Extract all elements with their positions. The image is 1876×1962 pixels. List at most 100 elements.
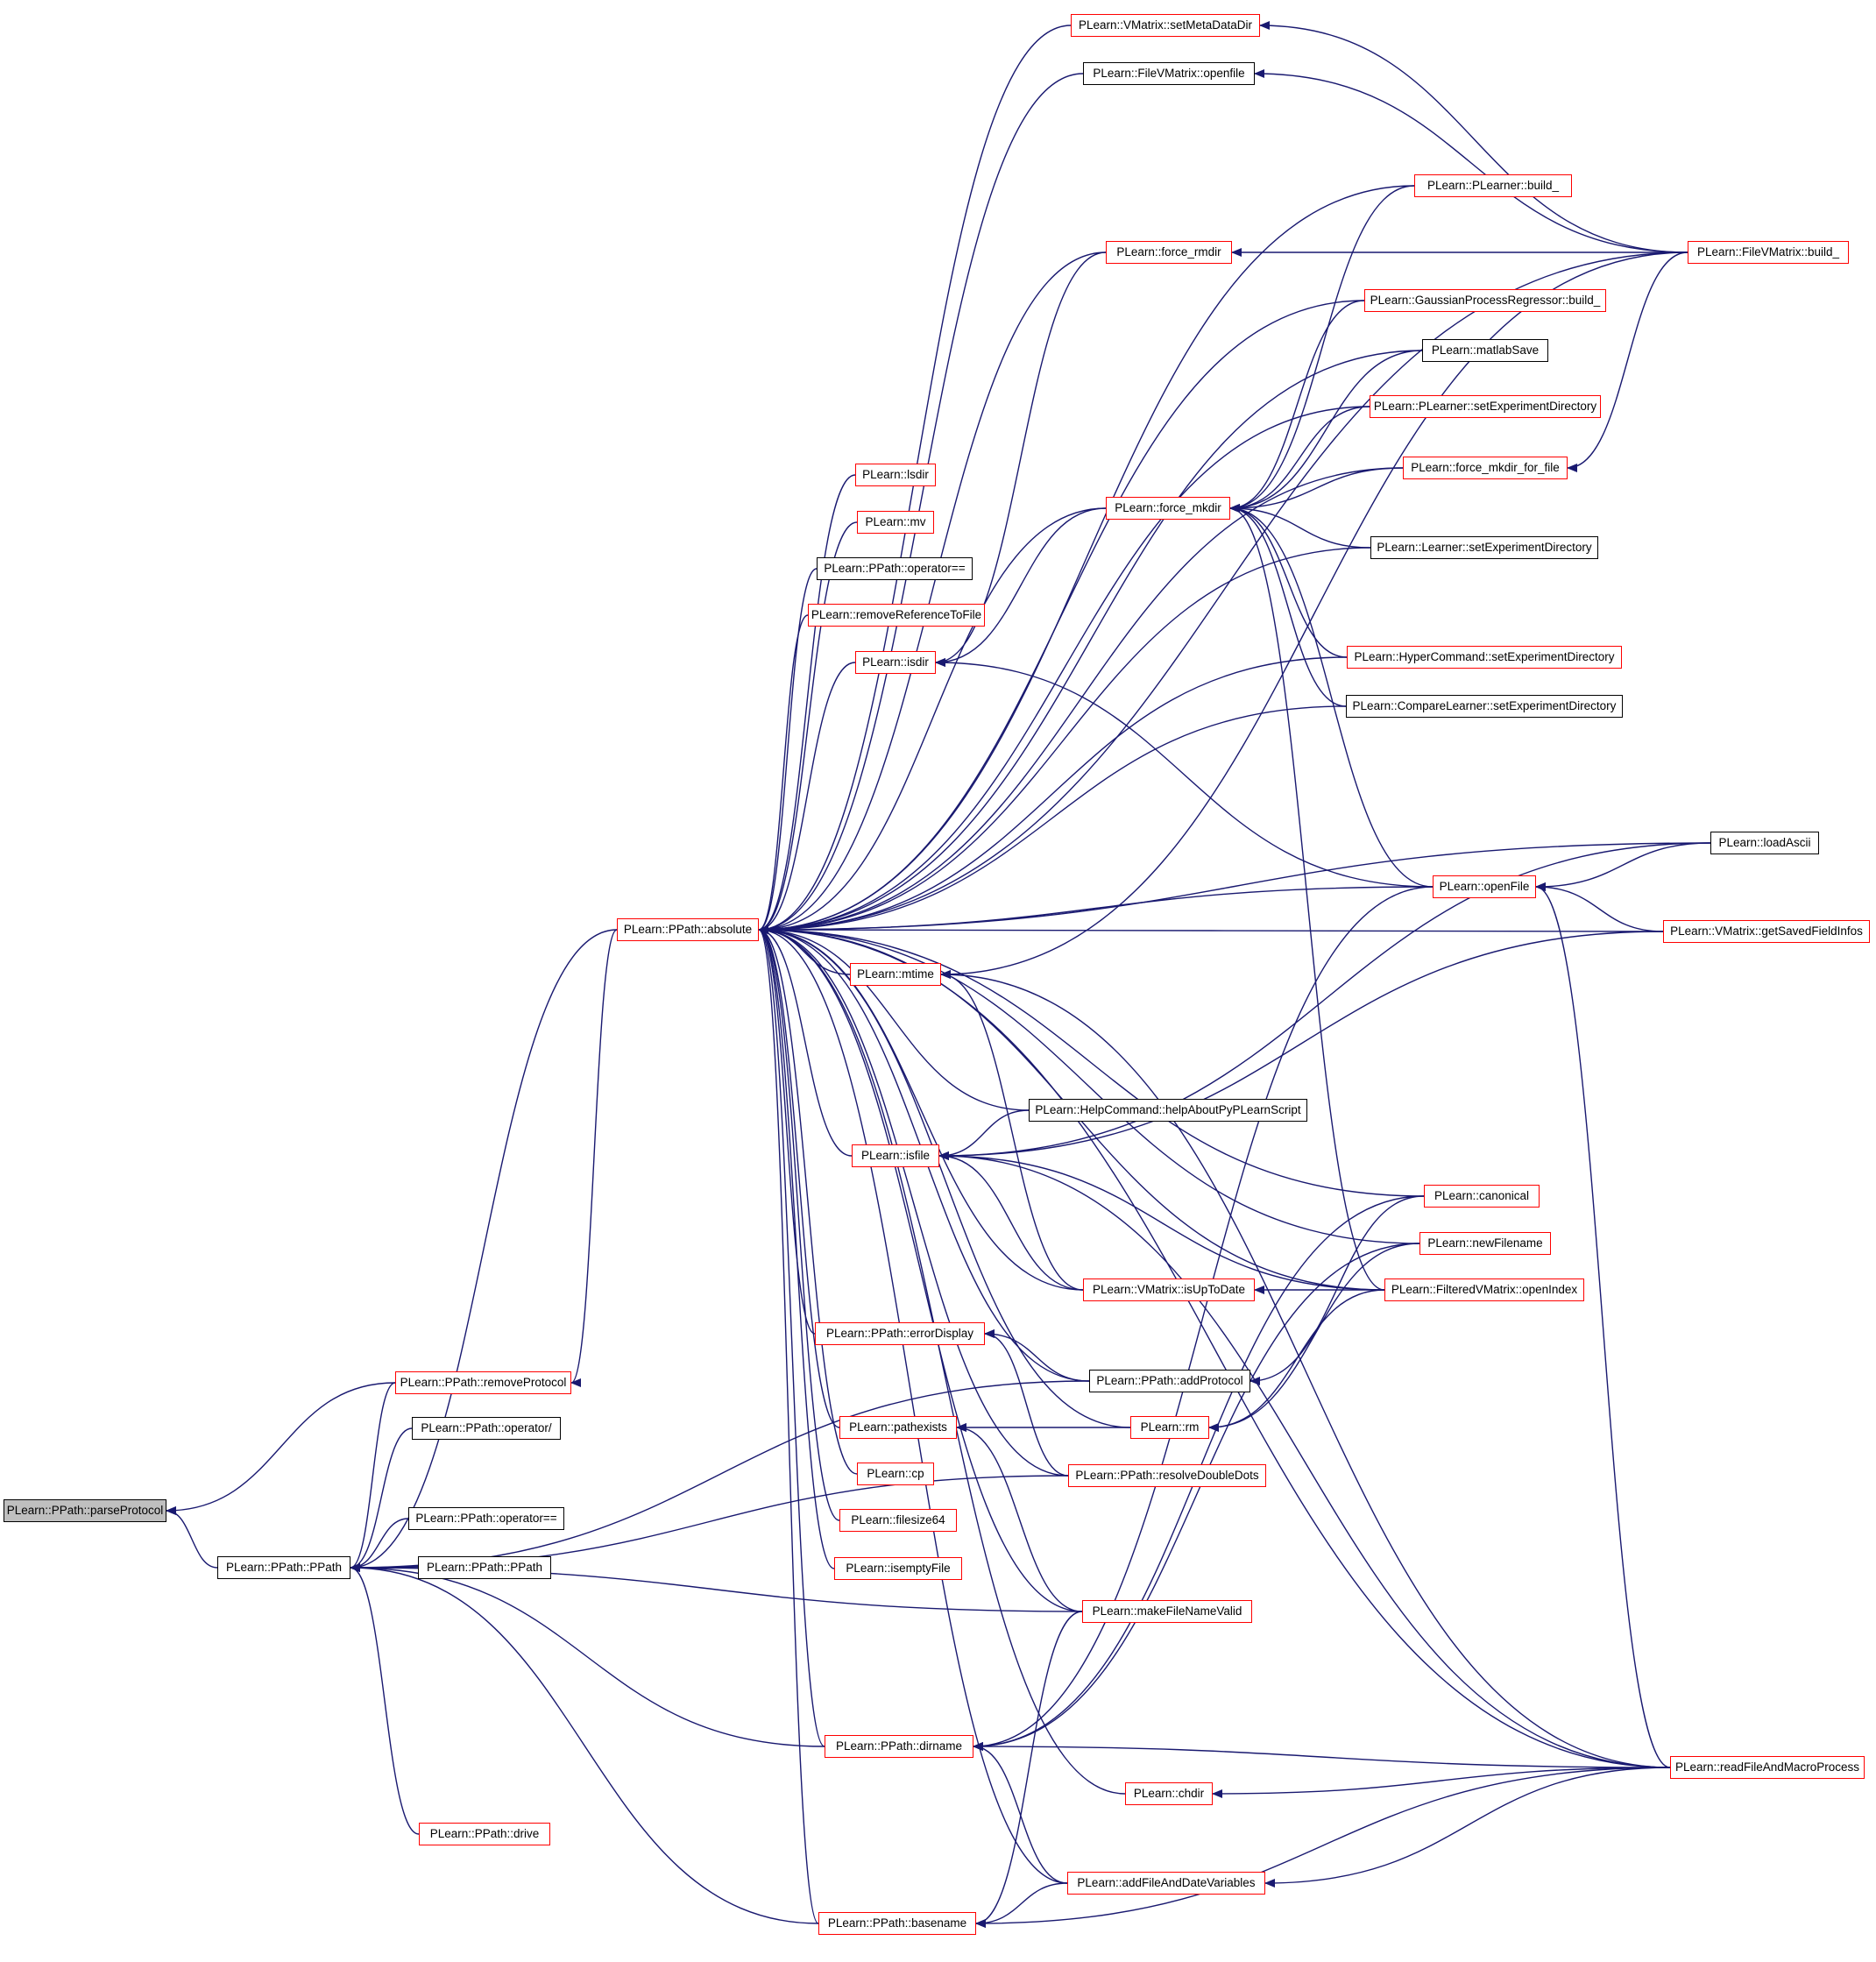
edge-op-slash-to-ppath-ctor xyxy=(350,1427,413,1572)
edge-gpr-build-to-absolute xyxy=(758,300,1365,934)
edge-getsavedfieldinfos-to-absolute xyxy=(758,925,1664,935)
node-plearner-build[interactable]: PLearn::PLearner::build_ xyxy=(1414,174,1572,197)
node-makefilenamevalid[interactable]: PLearn::makeFileNameValid xyxy=(1082,1600,1252,1623)
edge-lsdir-to-absolute xyxy=(758,474,856,934)
edge-basename-to-absolute xyxy=(758,925,819,1924)
edge-readfileandmacroprocess-to-dirname xyxy=(973,1742,1671,1768)
edge-helpaboutpy-to-absolute xyxy=(758,925,1030,1111)
node-setmetadatadir[interactable]: PLearn::VMatrix::setMetaDataDir xyxy=(1071,14,1260,37)
edge-openfile-to-absolute xyxy=(758,886,1434,934)
node-plearner-setexp[interactable]: PLearn::PLearner::setExperimentDirectory xyxy=(1370,395,1601,418)
node-errordisplay[interactable]: PLearn::PPath::errorDisplay xyxy=(815,1322,985,1345)
edge-openfile-to-dirname xyxy=(973,886,1434,1751)
node-openfile[interactable]: PLearn::FileVMatrix::openfile xyxy=(1083,62,1255,85)
edge-hypercommand-setexp-to-force-mkdir xyxy=(1229,504,1348,658)
node-comparelearner-setexp[interactable]: PLearn::CompareLearner::setExperimentDir… xyxy=(1346,695,1623,718)
edge-readfileandmacroprocess-to-mtime xyxy=(940,970,1671,1768)
node-learner-setexp[interactable]: PLearn::Learner::setExperimentDirectory xyxy=(1370,536,1598,559)
node-cp[interactable]: PLearn::cp xyxy=(857,1463,934,1485)
node-basename[interactable]: PLearn::PPath::basename xyxy=(818,1912,976,1935)
edge-isuptodate-to-isfile xyxy=(938,1151,1084,1291)
edge-addfileanddatevariables-to-basename xyxy=(975,1882,1068,1928)
edge-basename-to-ppath-ctor xyxy=(350,1563,819,1924)
edge-newfilename-to-dirname xyxy=(973,1243,1420,1751)
edge-removereferencetofile-to-absolute xyxy=(758,614,809,934)
edge-openindex-to-isfile xyxy=(938,1151,1385,1291)
node-force-rmdir[interactable]: PLearn::force_rmdir xyxy=(1106,241,1232,264)
node-force-mkdir[interactable]: PLearn::force_mkdir xyxy=(1106,497,1230,520)
edge-addfileanddatevariables-to-absolute xyxy=(758,925,1068,1884)
edge-plearner-setexp-to-absolute xyxy=(758,406,1370,934)
edge-absolute-to-removeprotocol xyxy=(570,929,618,1387)
node-gpr-build[interactable]: PLearn::GaussianProcessRegressor::build_ xyxy=(1364,289,1606,312)
edge-newfilename-to-absolute xyxy=(758,925,1420,1244)
node-mv[interactable]: PLearn::mv xyxy=(857,511,934,534)
node-chdir[interactable]: PLearn::chdir xyxy=(1125,1782,1213,1805)
edge-canonical-to-absolute xyxy=(758,925,1425,1197)
node-addprotocol[interactable]: PLearn::PPath::addProtocol xyxy=(1089,1370,1250,1392)
edge-openindex-to-force-mkdir xyxy=(1229,504,1385,1291)
node-op-eq-low[interactable]: PLearn::PPath::operator== xyxy=(408,1507,564,1530)
node-ppath-ctor[interactable]: PLearn::PPath::PPath xyxy=(217,1556,350,1579)
edge-force-mkdir-to-absolute xyxy=(758,507,1107,934)
node-addfileanddatevariables[interactable]: PLearn::addFileAndDateVariables xyxy=(1067,1872,1265,1895)
node-lsdir[interactable]: PLearn::lsdir xyxy=(855,464,936,486)
edge-ppath-ctor-to-parseprotocol xyxy=(166,1506,218,1569)
edge-isemptyfile-to-absolute xyxy=(758,925,835,1569)
edge-dirname-to-absolute xyxy=(758,925,825,1747)
edge-filevmatrix-build-to-setmetadatadir xyxy=(1259,21,1688,253)
node-openindex[interactable]: PLearn::FilteredVMatrix::openIndex xyxy=(1384,1278,1584,1301)
edge-matlabsave-to-absolute xyxy=(758,350,1423,934)
node-absolute[interactable]: PLearn::PPath::absolute xyxy=(617,918,759,941)
node-parseprotocol[interactable]: PLearn::PPath::parseProtocol xyxy=(4,1499,166,1522)
node-pathexists[interactable]: PLearn::pathexists xyxy=(839,1416,957,1439)
node-filesize64[interactable]: PLearn::filesize64 xyxy=(839,1509,957,1532)
node-getsavedfieldinfos[interactable]: PLearn::VMatrix::getSavedFieldInfos xyxy=(1663,920,1870,943)
node-matlabsave[interactable]: PLearn::matlabSave xyxy=(1422,339,1548,362)
node-helpaboutpy[interactable]: PLearn::HelpCommand::helpAboutPyPLearnSc… xyxy=(1029,1099,1307,1122)
edge-learner-setexp-to-absolute xyxy=(758,547,1371,934)
node-isemptyfile[interactable]: PLearn::isemptyFile xyxy=(834,1557,962,1580)
node-isdir[interactable]: PLearn::isdir xyxy=(855,651,936,674)
node-ppath-ctor2[interactable]: PLearn::PPath::PPath xyxy=(418,1556,551,1579)
edge-canonical-to-addprotocol xyxy=(1249,1195,1425,1385)
edge-filevmatrix-build-to-openfile xyxy=(1254,69,1688,253)
node-isuptodate[interactable]: PLearn::VMatrix::isUpToDate xyxy=(1083,1278,1255,1301)
edge-cp-to-absolute xyxy=(758,925,858,1475)
node-dirname[interactable]: PLearn::PPath::dirname xyxy=(825,1735,973,1758)
node-newfilename[interactable]: PLearn::newFilename xyxy=(1419,1232,1551,1255)
node-resolvedoubledots[interactable]: PLearn::PPath::resolveDoubleDots xyxy=(1068,1464,1266,1487)
node-removeprotocol[interactable]: PLearn::PPath::removeProtocol xyxy=(395,1371,571,1394)
edge-comparelearner-setexp-to-absolute xyxy=(758,705,1347,934)
edge-readfileandmacroprocess-to-isfile xyxy=(938,1151,1671,1768)
node-readfileandmacroprocess[interactable]: PLearn::readFileAndMacroProcess xyxy=(1670,1756,1865,1779)
node-removereferencetofile[interactable]: PLearn::removeReferenceToFile xyxy=(808,604,985,627)
edge-openfile-to-absolute xyxy=(758,73,1084,934)
node-op-eq-high[interactable]: PLearn::PPath::operator== xyxy=(817,557,973,580)
edge-filevmatrix-build-to-force-mkdir-for-file xyxy=(1567,251,1688,472)
node-rm[interactable]: PLearn::rm xyxy=(1130,1416,1209,1439)
edge-isfile-to-absolute xyxy=(758,925,853,1157)
node-openfile[interactable]: PLearn::openFile xyxy=(1433,875,1536,898)
edge-gpr-build-to-force-mkdir xyxy=(1229,300,1365,513)
edge-readfileandmacroprocess-to-chdir xyxy=(1212,1767,1671,1798)
edge-matlabsave-to-force-mkdir xyxy=(1229,350,1423,513)
node-op-slash[interactable]: PLearn::PPath::operator/ xyxy=(412,1417,561,1440)
edge-newfilename-to-rm xyxy=(1208,1243,1420,1432)
node-filevmatrix-build[interactable]: PLearn::FileVMatrix::build_ xyxy=(1688,241,1849,264)
edge-rm-to-absolute xyxy=(758,925,1131,1428)
edge-force-mkdir-for-file-to-force-mkdir xyxy=(1229,467,1404,513)
edge-chdir-to-absolute xyxy=(758,925,1126,1795)
node-isfile[interactable]: PLearn::isfile xyxy=(852,1144,939,1167)
node-loadascii[interactable]: PLearn::loadAscii xyxy=(1710,832,1819,854)
node-mtime[interactable]: PLearn::mtime xyxy=(850,963,941,986)
edge-op-eq-high-to-absolute xyxy=(758,568,818,934)
edge-filevmatrix-build-to-mtime xyxy=(940,251,1688,979)
edge-hypercommand-setexp-to-absolute xyxy=(758,656,1348,934)
edge-removeprotocol-to-ppath-ctor xyxy=(350,1382,396,1572)
node-hypercommand-setexp[interactable]: PLearn::HyperCommand::setExperimentDirec… xyxy=(1347,646,1622,669)
node-canonical[interactable]: PLearn::canonical xyxy=(1424,1185,1540,1208)
node-force-mkdir-for-file[interactable]: PLearn::force_mkdir_for_file xyxy=(1403,457,1568,479)
node-drive[interactable]: PLearn::PPath::drive xyxy=(419,1823,550,1845)
edge-openfile-to-isdir xyxy=(935,658,1434,888)
